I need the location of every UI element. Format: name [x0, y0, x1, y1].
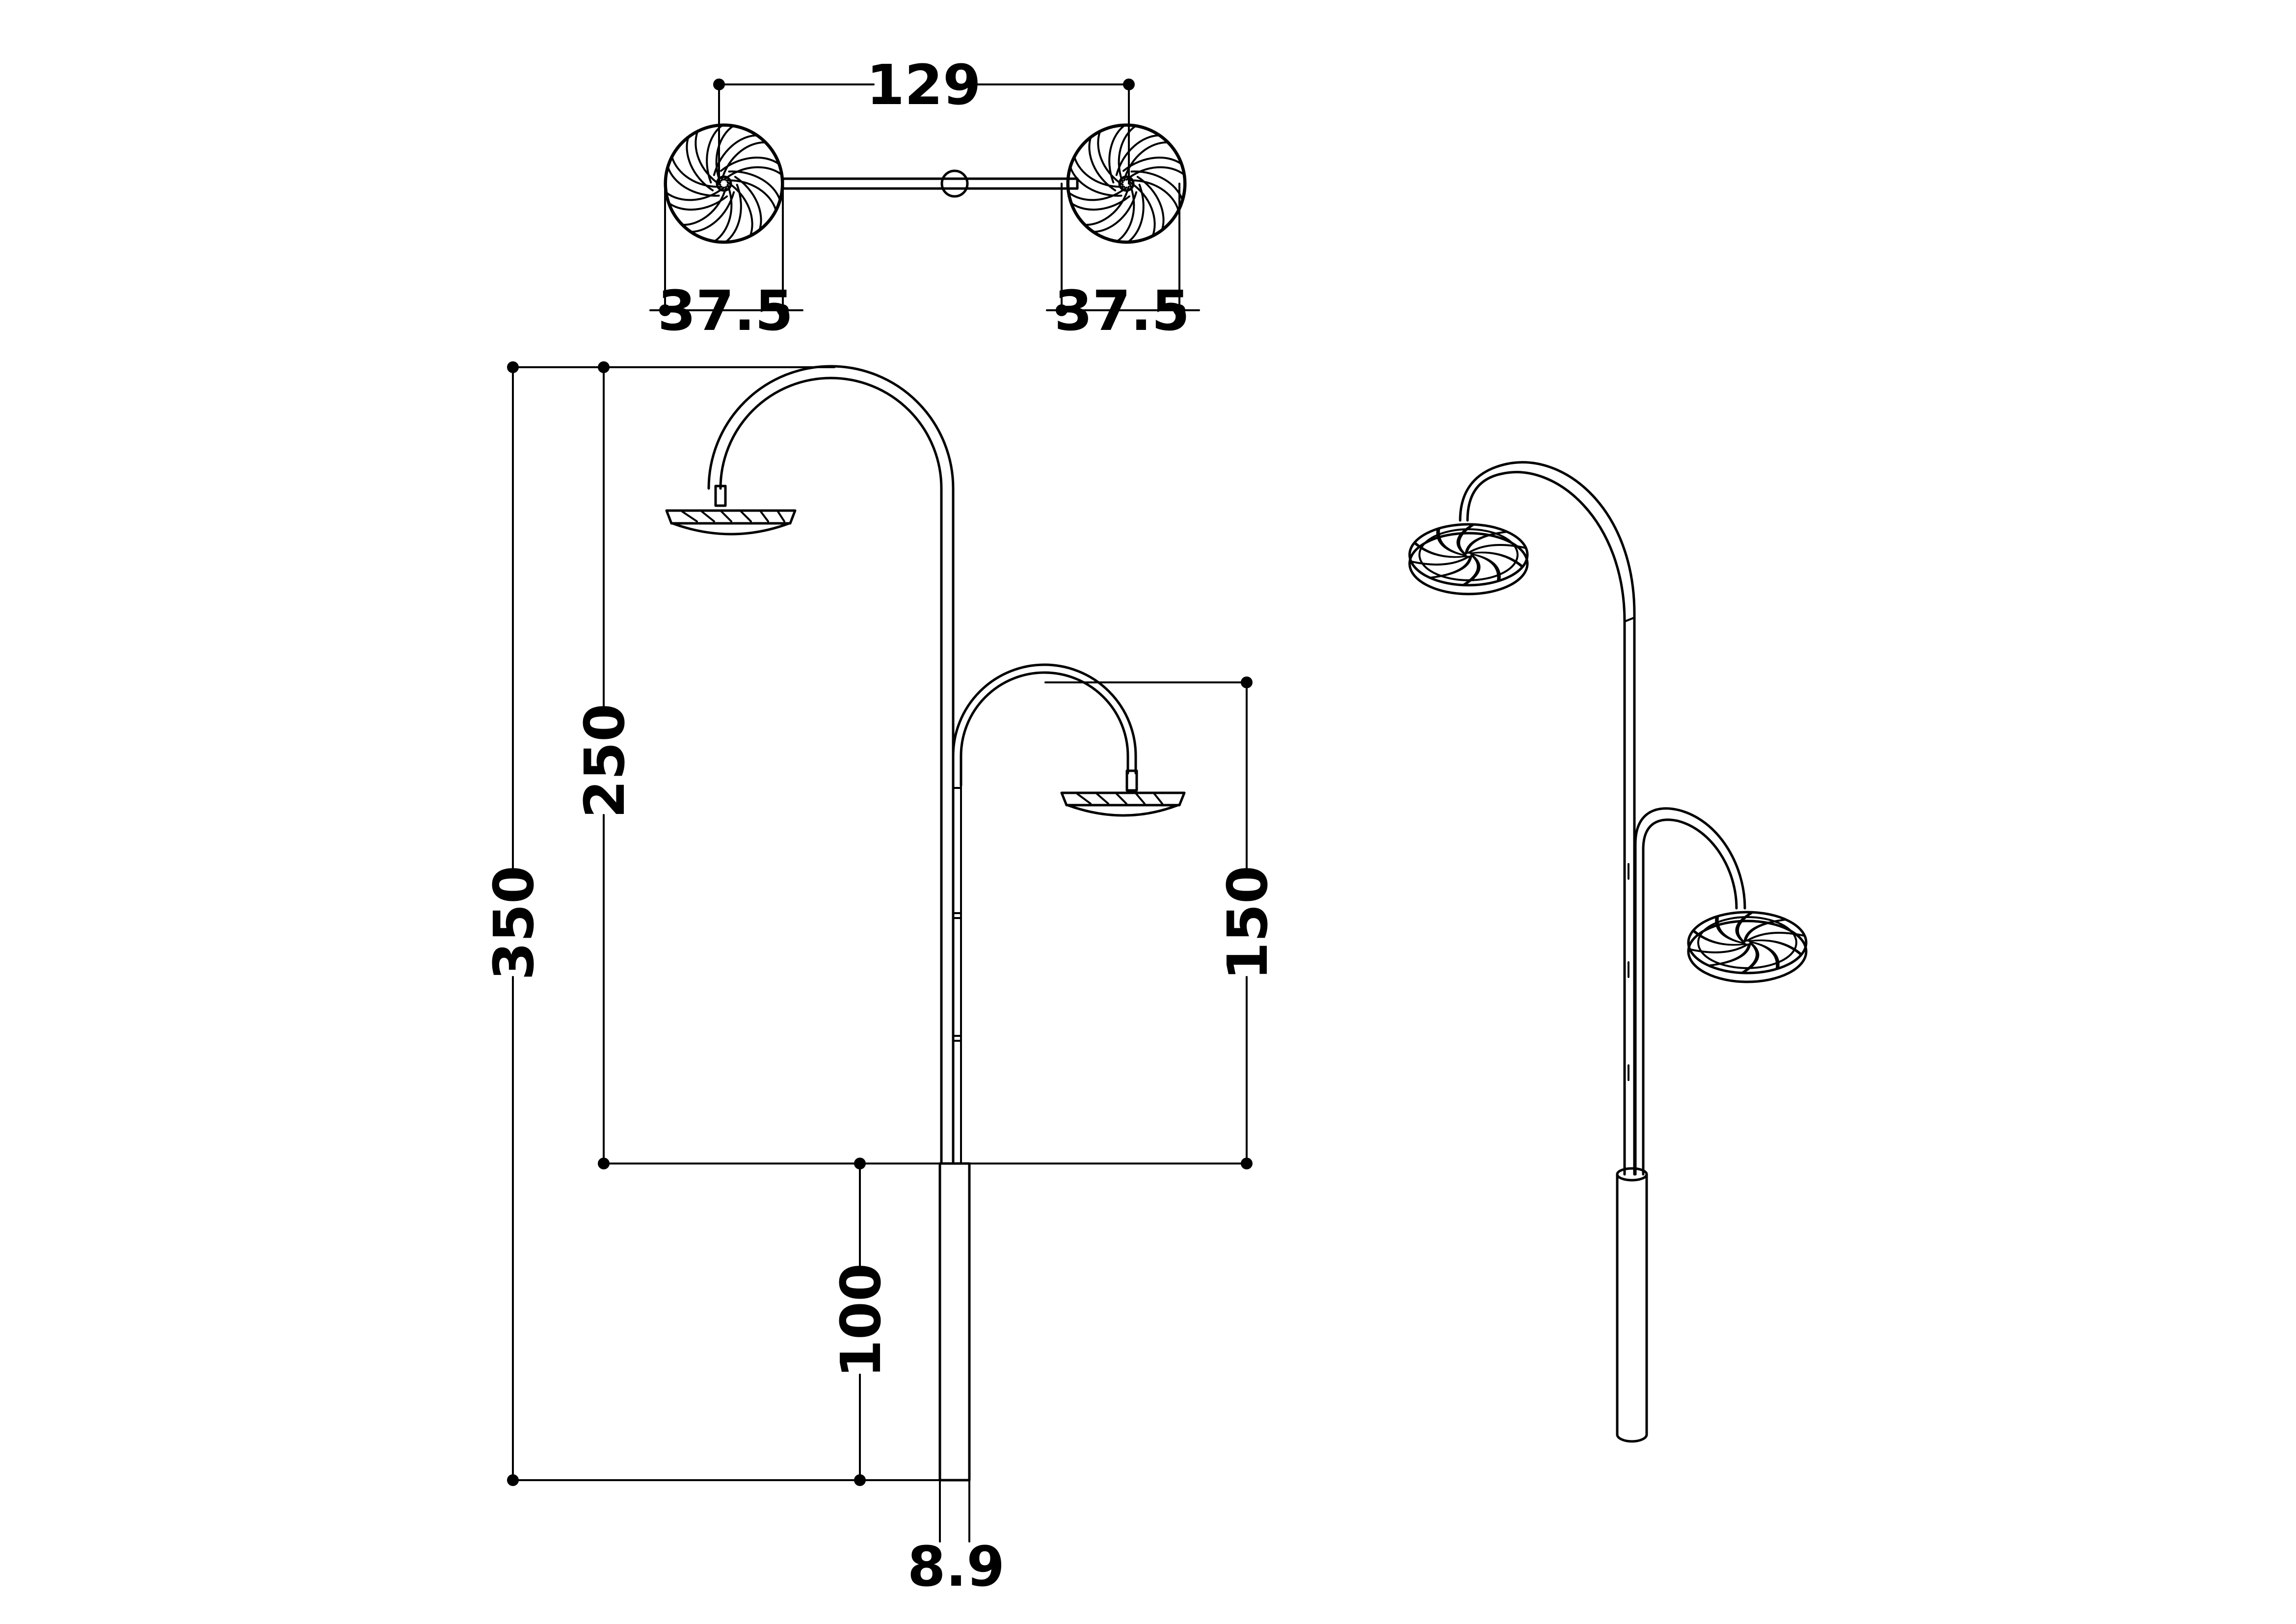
lower-arm-drop	[1125, 769, 1138, 792]
lower-arm	[952, 663, 1137, 787]
lower-arm-strip	[952, 785, 962, 1164]
front-elevation: 350 250 150 100	[482, 361, 1280, 1599]
dim-left-head: 37.5	[649, 183, 803, 343]
iso-lower-arm	[1634, 807, 1746, 1176]
isometric-view	[1410, 461, 1806, 1443]
dim-right-head-label: 37.5	[1054, 279, 1190, 343]
iso-lower-head	[1688, 911, 1806, 982]
dim-total-height: 350	[482, 361, 941, 1486]
dim-upper-arm-height: 250	[573, 361, 1248, 1169]
dim-base-height-label: 100	[829, 1263, 893, 1378]
dim-pole-diameter-label: 8.9	[908, 1535, 1005, 1599]
top-left-head	[664, 123, 783, 244]
dim-base-height: 100	[829, 1158, 893, 1486]
dim-top-width: 129	[713, 54, 1135, 185]
iso-upper-head	[1410, 523, 1527, 594]
top-crossbar	[781, 177, 1079, 190]
lower-head	[1060, 791, 1186, 817]
dim-top-width-label: 129	[866, 54, 981, 117]
top-center-joint	[940, 169, 969, 198]
main-pole	[707, 365, 955, 1165]
top-right-head	[1067, 123, 1186, 244]
top-view: 129 37.5 37.5	[649, 54, 1200, 343]
dim-lower-arm-height-label: 150	[1216, 866, 1280, 980]
dim-left-head-label: 37.5	[658, 279, 793, 343]
dim-upper-arm-height-label: 250	[573, 704, 637, 818]
dim-right-head: 37.5	[1046, 183, 1200, 343]
dim-lower-arm-height: 150	[1044, 677, 1280, 1169]
dim-total-height-label: 350	[482, 866, 546, 980]
iso-main-pole	[1459, 461, 1636, 1176]
dim-pole-diameter: 8.9	[908, 1479, 1005, 1599]
iso-pole-base	[1616, 1173, 1648, 1443]
upper-arm-drop	[714, 485, 727, 507]
pole-base	[938, 1162, 971, 1482]
upper-head	[665, 509, 797, 536]
